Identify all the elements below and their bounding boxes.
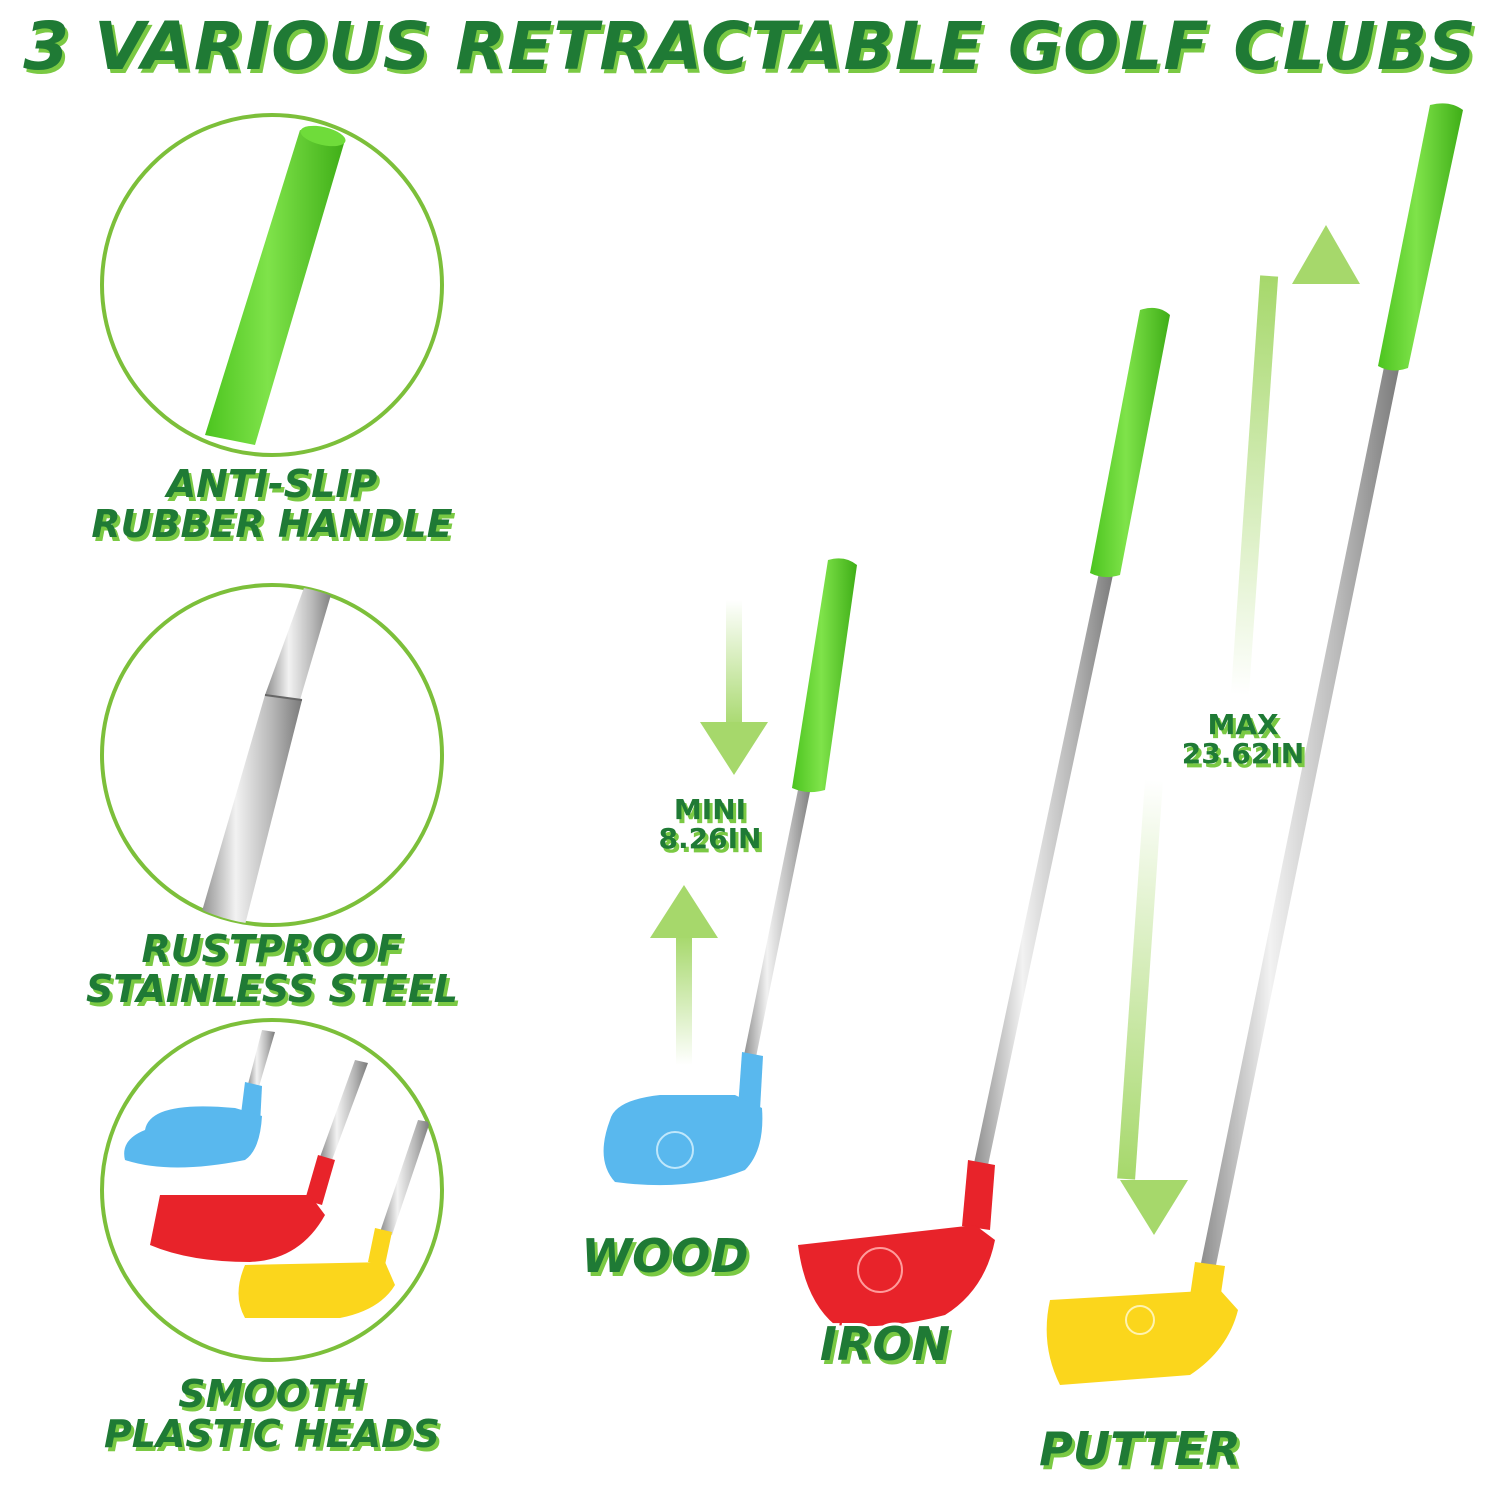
min-length-label: MINI 8.26IN (625, 792, 795, 857)
max-length-arrows (1117, 225, 1360, 1235)
page-title: 3 VARIOUS RETRACTABLE GOLF CLUBS (20, 8, 1479, 85)
feature-label-steel: RUSTPROOF STAINLESS STEEL (62, 926, 482, 1012)
wood-club-image (603, 558, 857, 1186)
min-length-word: MINI (671, 792, 749, 828)
feature-label-handle: ANTI-SLIP RUBBER HANDLE (62, 461, 482, 547)
feature-label-line: ANTI-SLIP (164, 461, 381, 507)
putter-club-image (1046, 103, 1463, 1385)
club-label-wood: WOOD (578, 1229, 751, 1284)
max-length-label: MAX 23.62IN (1158, 707, 1328, 772)
feature-label-heads: SMOOTH PLASTIC HEADS (62, 1371, 482, 1457)
max-length-value: 23.62IN (1179, 736, 1307, 772)
feature-label-line: STAINLESS STEEL (83, 966, 461, 1012)
iron-club-image (798, 307, 1170, 1327)
club-label-iron: IRON (817, 1317, 953, 1372)
club-label-putter: PUTTER (1036, 1422, 1244, 1477)
steel-shaft-closeup-circle (100, 583, 444, 927)
min-length-arrows (650, 600, 768, 1065)
feature-label-line: SMOOTH (175, 1371, 369, 1417)
feature-label-line: RUSTPROOF (138, 926, 405, 972)
grip-closeup-circle (100, 113, 444, 457)
min-length-value: 8.26IN (656, 821, 765, 857)
feature-label-line: PLASTIC HEADS (101, 1411, 443, 1457)
feature-label-line: RUBBER HANDLE (88, 501, 455, 547)
club-heads-closeup-circle (100, 1018, 444, 1362)
max-length-word: MAX (1204, 707, 1281, 743)
